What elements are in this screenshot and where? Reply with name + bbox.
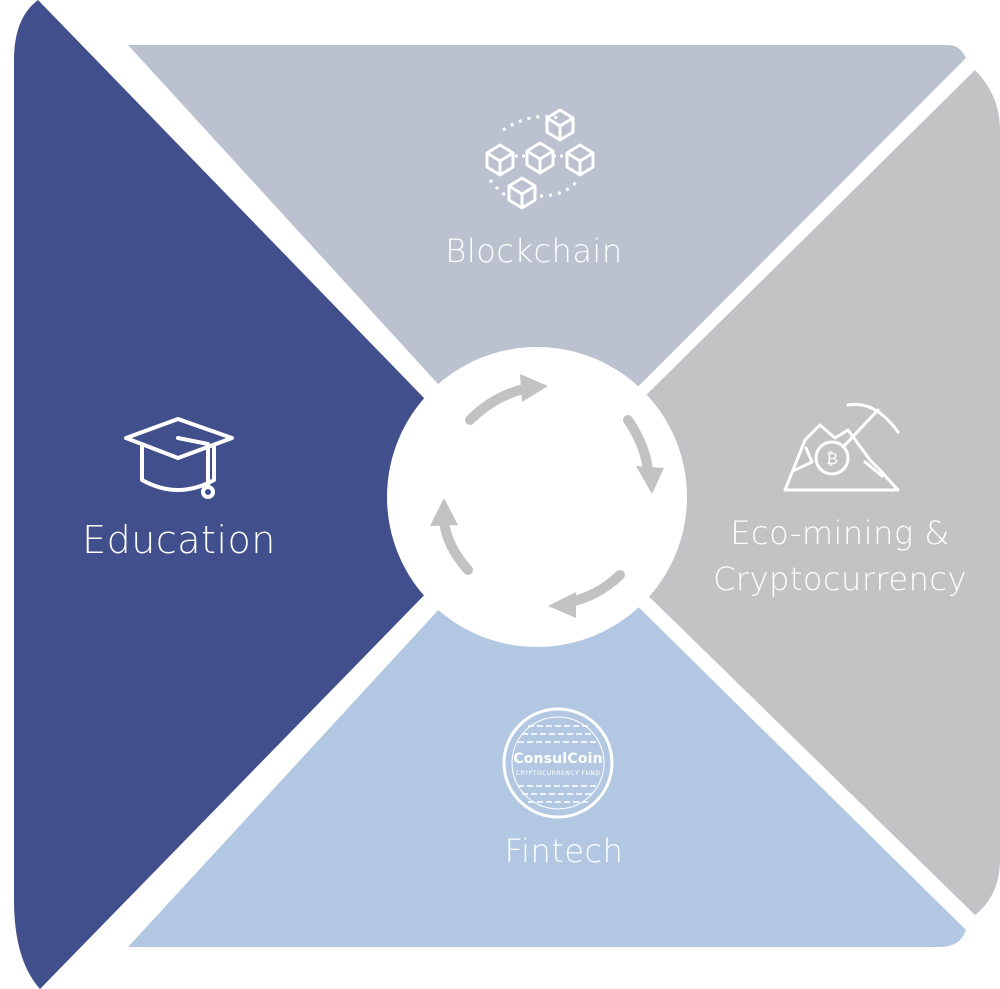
center-circle	[387, 347, 687, 647]
segment-education	[14, 0, 520, 989]
graduation-cap-icon	[124, 417, 234, 499]
segment-label-education: Education	[82, 518, 276, 562]
segment-label-fintech: Fintech	[504, 832, 624, 870]
segment-label-eco-mining-line1: Eco-mining &	[730, 514, 950, 552]
consulcoin-logo	[502, 707, 614, 819]
cycle-arrows-icon	[430, 374, 664, 618]
segment-blockchain	[128, 45, 966, 490]
logo-name: ConsulCoin	[513, 751, 603, 767]
segment-label-eco-mining: Eco-mining & Cryptocurrency	[690, 510, 990, 602]
svg-text:₿: ₿	[826, 449, 838, 468]
segment-label-eco-mining-line2: Cryptocurrency	[713, 560, 967, 598]
segment-label-blockchain: Blockchain	[445, 232, 623, 270]
bitcoin-mining-pickaxe-icon: ₿	[783, 402, 900, 492]
logo-subtitle: CRYPTOCURRENCY FUND	[515, 770, 601, 777]
blockchain-cubes-icon	[485, 108, 595, 210]
segment-eco-mining	[545, 70, 1000, 915]
